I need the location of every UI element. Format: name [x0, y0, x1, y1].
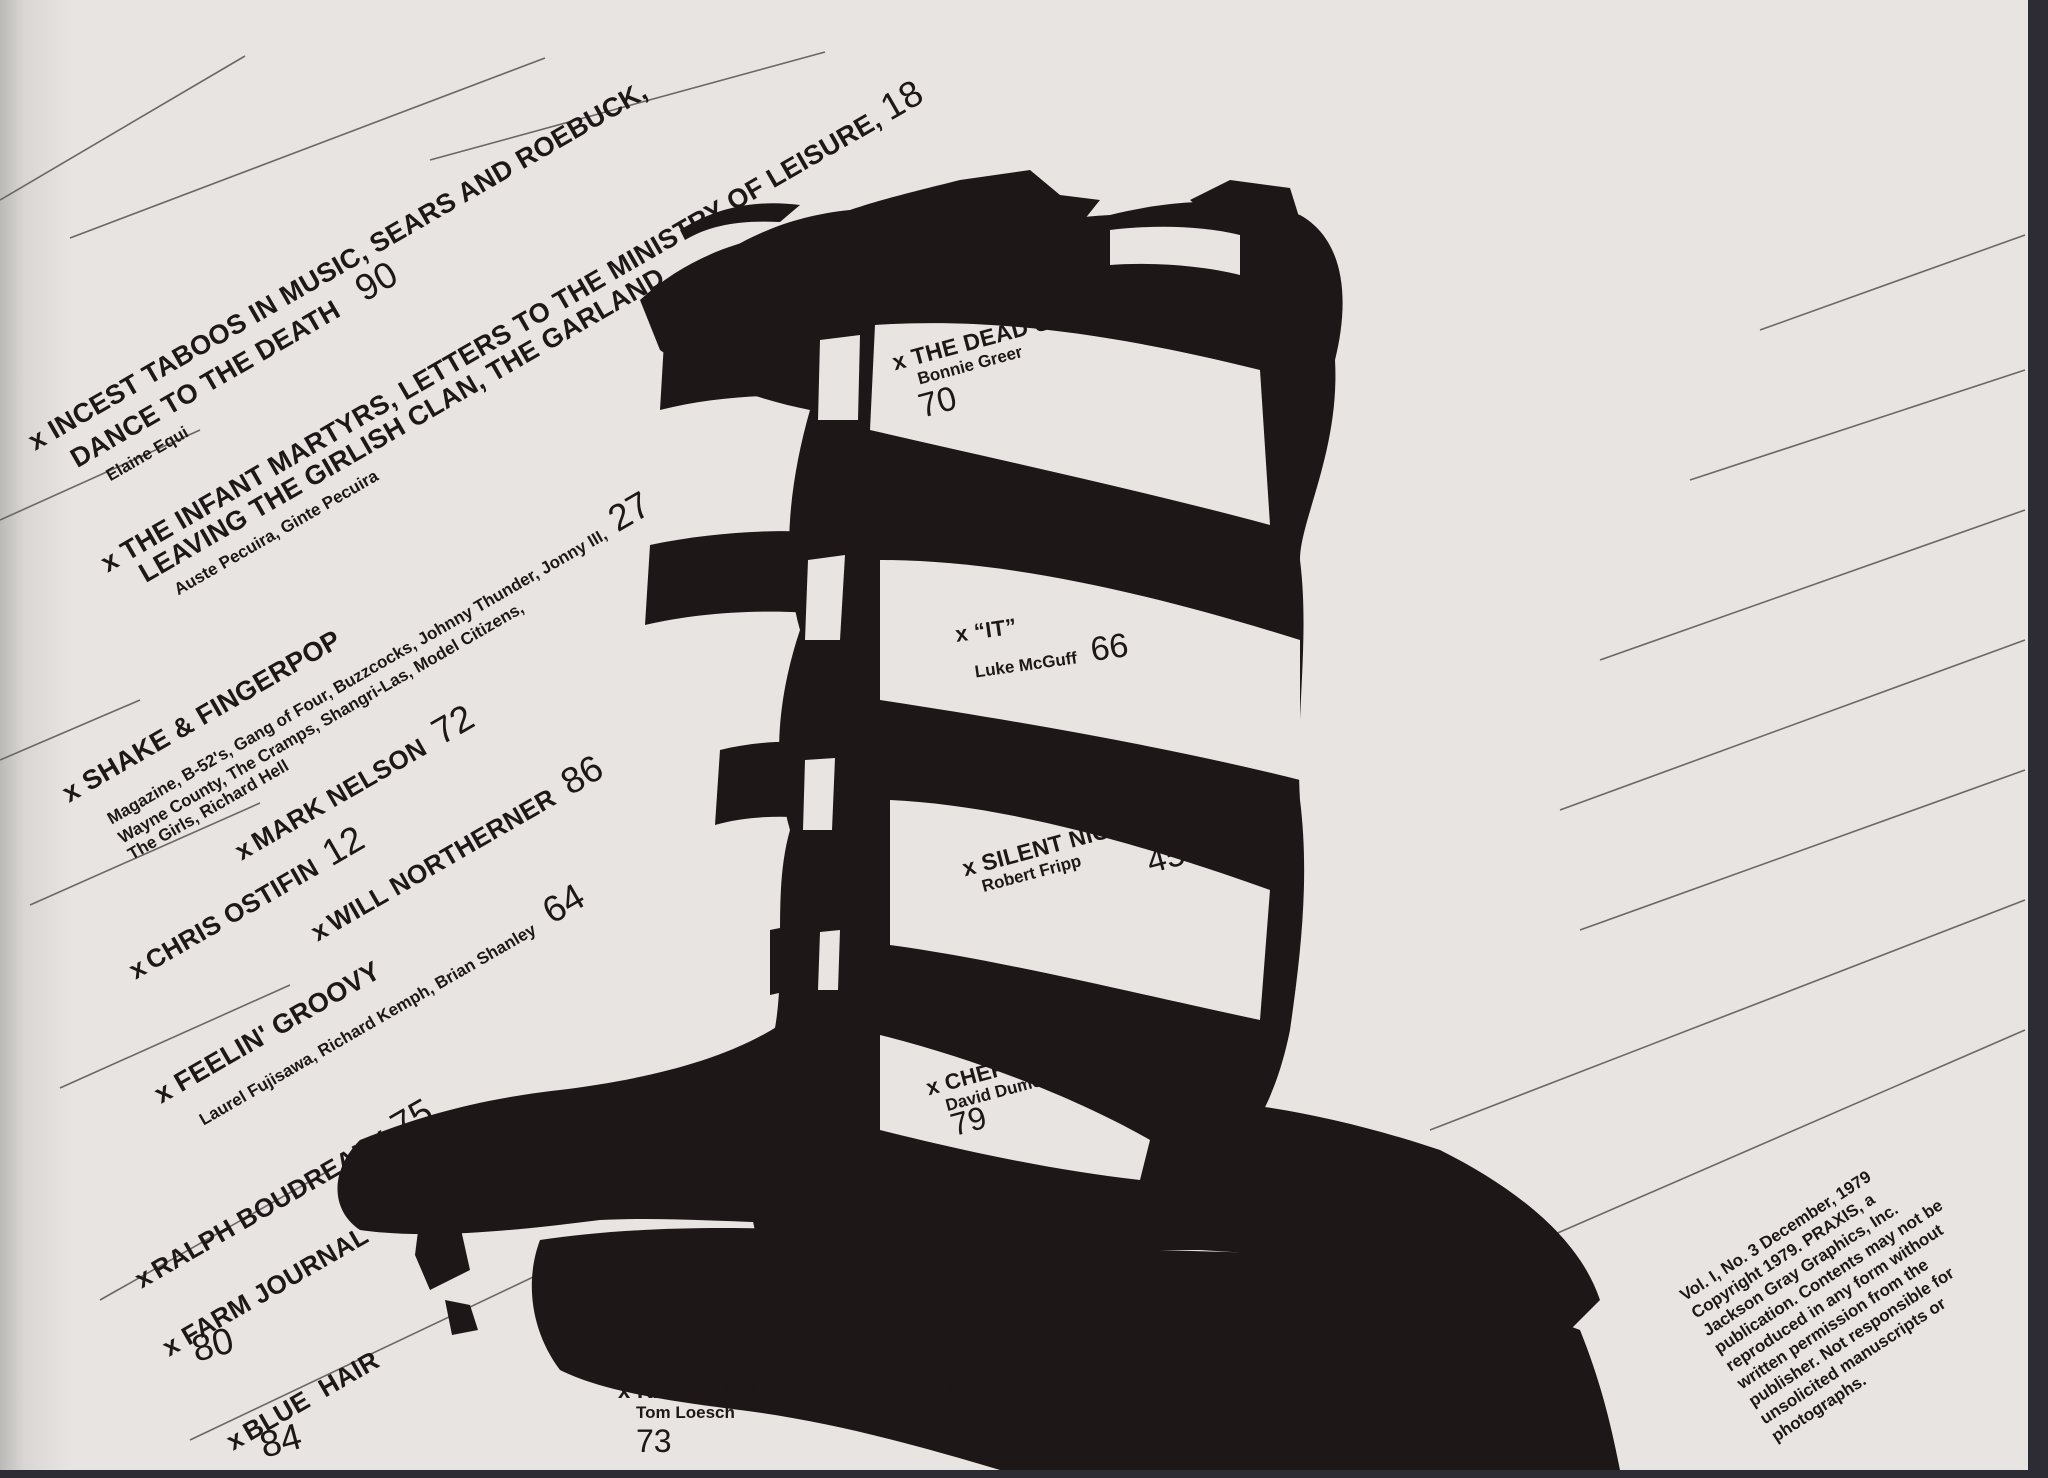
bullet-marker: x: [514, 1167, 529, 1193]
bullet-marker: x: [1180, 1313, 1195, 1339]
bullet-marker: x: [953, 620, 970, 647]
diagonal-rules: [0, 51, 2026, 1441]
entry-kathleen-shepherd-hart: x KATHLEEN SHEPHERD HART Tom Loesch 73: [618, 1380, 957, 1459]
bandage-strips: [803, 226, 1300, 1180]
entry-author: Tom Loesch: [636, 1403, 735, 1422]
page-number: 66: [1088, 626, 1131, 670]
page-number: 73: [636, 1423, 672, 1459]
entry-title-line: x KATHLEEN SHEPHERD HART: [618, 1380, 957, 1402]
entry-title: KATHLEEN SHEPHERD HART: [636, 1378, 958, 1403]
page-number: 24: [1388, 1286, 1430, 1328]
entry-title: “IT”: [972, 613, 1019, 645]
bullet-marker: x: [618, 1378, 631, 1403]
page-number: 68: [721, 1140, 763, 1182]
